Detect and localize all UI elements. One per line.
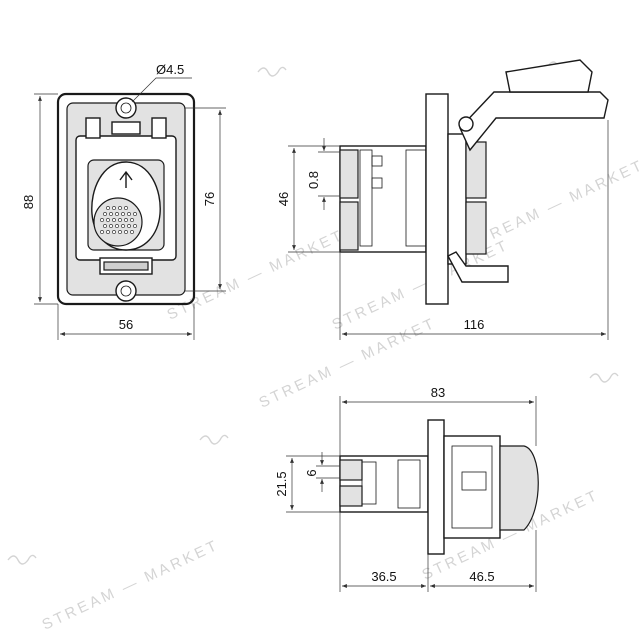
side-terminal-upper — [339, 149, 359, 199]
watermark-squiggle — [257, 66, 287, 77]
side-hinge — [458, 116, 474, 132]
dim-front-width: 56 — [119, 317, 133, 332]
hinge-tab — [111, 121, 141, 135]
dim-front-height: 88 — [21, 195, 36, 209]
side-lid — [459, 91, 609, 152]
dim-bottom-height: 21.5 — [274, 471, 289, 496]
bottom-terminal-upper — [339, 459, 363, 481]
socket-pin — [109, 224, 113, 228]
watermark-text: STREAM — MARKET — [257, 315, 439, 412]
dim-bottom-pin: 6 — [304, 469, 319, 476]
hinge-clip — [85, 117, 101, 139]
side-front-housing — [447, 133, 467, 265]
socket-pin — [115, 224, 119, 228]
socket-pin — [112, 206, 116, 210]
socket-pin — [100, 218, 104, 222]
bottom-view: 83 21.5 6 36.5 46.5 — [274, 385, 539, 592]
socket-pin — [106, 206, 110, 210]
mount-hole-top — [115, 97, 137, 119]
front-view: Ø4.5 88 76 56 — [21, 62, 226, 340]
socket-pin — [106, 218, 110, 222]
watermark-squiggle — [199, 434, 229, 445]
socket-pin — [133, 212, 137, 216]
side-lid-cap — [505, 59, 593, 93]
socket-pin — [103, 224, 107, 228]
dim-bottom-length: 83 — [431, 385, 445, 400]
watermark-text: STREAM — MARKET — [165, 227, 347, 324]
socket-pin — [130, 218, 134, 222]
socket-pin — [112, 230, 116, 234]
side-front-knob-upper — [465, 141, 487, 199]
socket-pin — [106, 230, 110, 234]
side-terminal-lower — [339, 201, 359, 251]
front-plate-outline — [56, 92, 196, 306]
dim-bottom-rear: 36.5 — [371, 569, 396, 584]
socket-pin — [124, 218, 128, 222]
socket-pin — [124, 206, 128, 210]
socket-pin — [130, 230, 134, 234]
bottom-flange — [427, 419, 445, 555]
dim-side-gap: 0.8 — [306, 171, 321, 189]
socket-pin — [124, 230, 128, 234]
socket-pin — [115, 212, 119, 216]
socket-pin — [100, 230, 104, 234]
side-latch — [447, 251, 509, 283]
watermark-text: STREAM — MARKET — [40, 537, 222, 634]
bottom-knob — [499, 445, 539, 531]
socket-pin-grid — [100, 206, 137, 234]
dim-bottom-front: 46.5 — [469, 569, 494, 584]
socket-pin — [118, 230, 122, 234]
hinge-clip — [151, 117, 167, 139]
watermark-text: STREAM — MARKET — [465, 157, 640, 254]
mount-hole-bottom — [115, 280, 137, 302]
watermark-squiggle — [7, 554, 37, 565]
dim-leader-hole — [131, 77, 192, 103]
side-front-knob-lower — [465, 201, 487, 255]
socket-pin — [118, 206, 122, 210]
socket-pin — [121, 212, 125, 216]
side-flange — [425, 93, 449, 305]
watermark-squiggle — [589, 372, 619, 383]
side-view: 46 0.8 116 — [276, 59, 609, 340]
socket-pin — [103, 212, 107, 216]
socket-pad — [93, 197, 143, 247]
arrow-up-icon — [119, 170, 133, 188]
dim-hole-diameter: Ø4.5 — [156, 62, 184, 77]
bottom-terminal-lower — [339, 485, 363, 507]
socket-pin — [127, 212, 131, 216]
socket-pin — [133, 224, 137, 228]
socket-pin — [118, 218, 122, 222]
mount-hole-bottom-inner — [120, 285, 132, 297]
dim-side-length: 116 — [464, 317, 485, 332]
socket-pin — [112, 218, 116, 222]
socket-pin — [109, 212, 113, 216]
dim-front-inner-height: 76 — [202, 192, 217, 206]
socket-pin — [127, 224, 131, 228]
mount-hole-top-inner — [120, 102, 132, 114]
dim-side-height: 46 — [276, 192, 291, 206]
socket-pin — [121, 224, 125, 228]
front-latch-inner — [103, 261, 149, 271]
